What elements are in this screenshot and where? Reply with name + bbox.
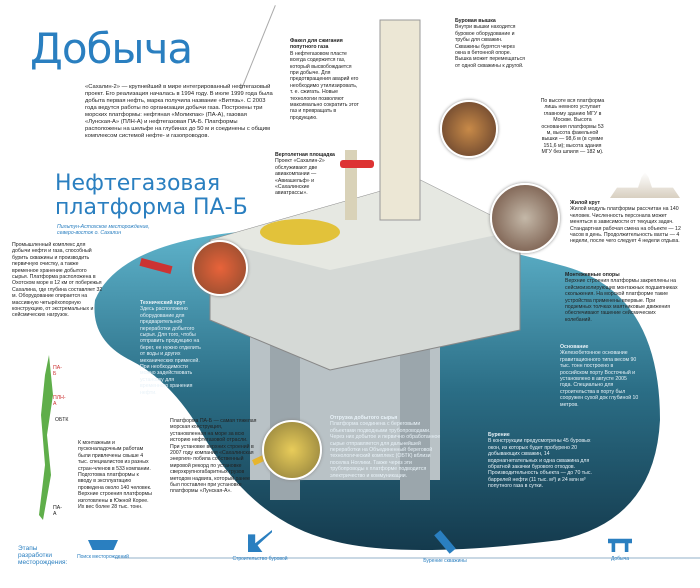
- map-label: ПЛН-А: [53, 395, 66, 408]
- photo-pipes: [262, 420, 322, 480]
- platform-icon: [608, 538, 632, 552]
- photo-workers: [192, 240, 248, 296]
- map-label: ОБТК: [55, 417, 69, 423]
- ship: [139, 257, 173, 275]
- stage-construction: Строительство буровой: [215, 530, 305, 562]
- map-label: ПА-Б: [53, 365, 62, 378]
- map-label: ПА-А: [53, 505, 62, 518]
- platform-leg-right: [400, 330, 430, 500]
- stage-production: Добыча: [575, 530, 665, 562]
- helicopter: [340, 160, 374, 168]
- height-callout: По высоте вся платформа лишь немного уст…: [540, 98, 605, 156]
- platform-top: [210, 180, 520, 270]
- intro-text: «Сахалин-2» — крупнейший в мире интегрир…: [85, 84, 273, 139]
- ship-icon: [88, 540, 118, 550]
- stage-label: Строительство буровой: [232, 556, 288, 562]
- location: Пильтун-Астохское месторождение, северо-…: [57, 224, 150, 237]
- helipad: [260, 219, 340, 245]
- stage-drilling: Бурение скважины: [400, 530, 490, 564]
- drill-icon: [434, 530, 456, 554]
- crane-icon: [248, 530, 272, 552]
- stage-search: Поиск месторождений: [58, 530, 148, 560]
- stage-label: Добыча: [610, 556, 630, 562]
- sakhalin-map: ПА-Б ПЛН-А ОБТК ПА-А: [35, 355, 69, 525]
- hookup-text: К монтажным и пусконаладочным работам бы…: [78, 440, 152, 511]
- stages-line: [115, 557, 700, 559]
- complex-text: Промышленный комплекс для добычи нефти и…: [12, 242, 103, 319]
- stage-label: Поиск месторождений: [77, 554, 129, 560]
- photo-derrick: [440, 100, 498, 158]
- pab-text: Платформа ПА-Б — самая тяжелая морская к…: [170, 418, 257, 495]
- subtitle: Нефтегазовая платформа ПА-Б: [55, 171, 248, 220]
- photo-living: [490, 183, 560, 253]
- stage-label: Бурение скважины: [423, 558, 467, 564]
- derrick-tower: [379, 19, 421, 221]
- sakhalin-island: [39, 355, 53, 520]
- stages-title: Этапы разработки месторождения:: [18, 545, 68, 566]
- page-title: Добыча: [30, 24, 193, 73]
